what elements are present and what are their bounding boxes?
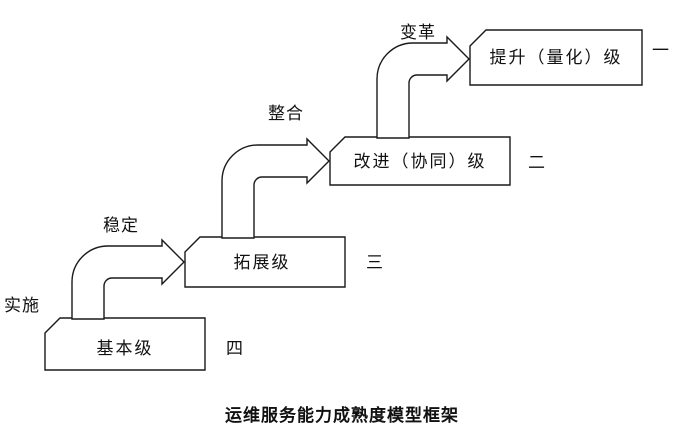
level-extended-box xyxy=(184,236,346,288)
level-extended-rank: 三 xyxy=(366,253,383,272)
level-improved-box xyxy=(329,136,511,186)
transition-label-integrate: 整合 xyxy=(268,104,304,123)
level-improved-label: 改进（协同）级 xyxy=(354,152,487,171)
arrow-improved-to-enhanced-icon xyxy=(376,35,470,139)
level-extended-label: 拓展级 xyxy=(234,253,291,272)
level-basic: 基本级 四 xyxy=(44,317,243,371)
level-basic-rank: 四 xyxy=(226,339,243,358)
level-improved: 改进（协同）级 二 xyxy=(329,136,545,186)
level-basic-label: 基本级 xyxy=(97,339,154,358)
level-enhanced-label: 提升（量化）级 xyxy=(490,48,623,67)
level-extended: 拓展级 三 xyxy=(184,236,383,288)
transition-label-implement: 实施 xyxy=(4,296,40,315)
diagram-title: 运维服务能力成熟度模型框架 xyxy=(225,405,459,425)
level-improved-rank: 二 xyxy=(528,153,545,172)
transition-label-stabilize: 稳定 xyxy=(103,216,139,235)
level-enhanced: 提升（量化）级 一 xyxy=(469,29,669,86)
level-enhanced-box xyxy=(469,29,643,86)
arrow-extended-to-improved-icon xyxy=(221,137,330,239)
arrow-basic-to-extended-icon xyxy=(71,238,185,320)
transition-label-transform: 变革 xyxy=(400,23,436,42)
level-enhanced-rank: 一 xyxy=(652,41,669,60)
level-basic-box xyxy=(44,317,206,371)
